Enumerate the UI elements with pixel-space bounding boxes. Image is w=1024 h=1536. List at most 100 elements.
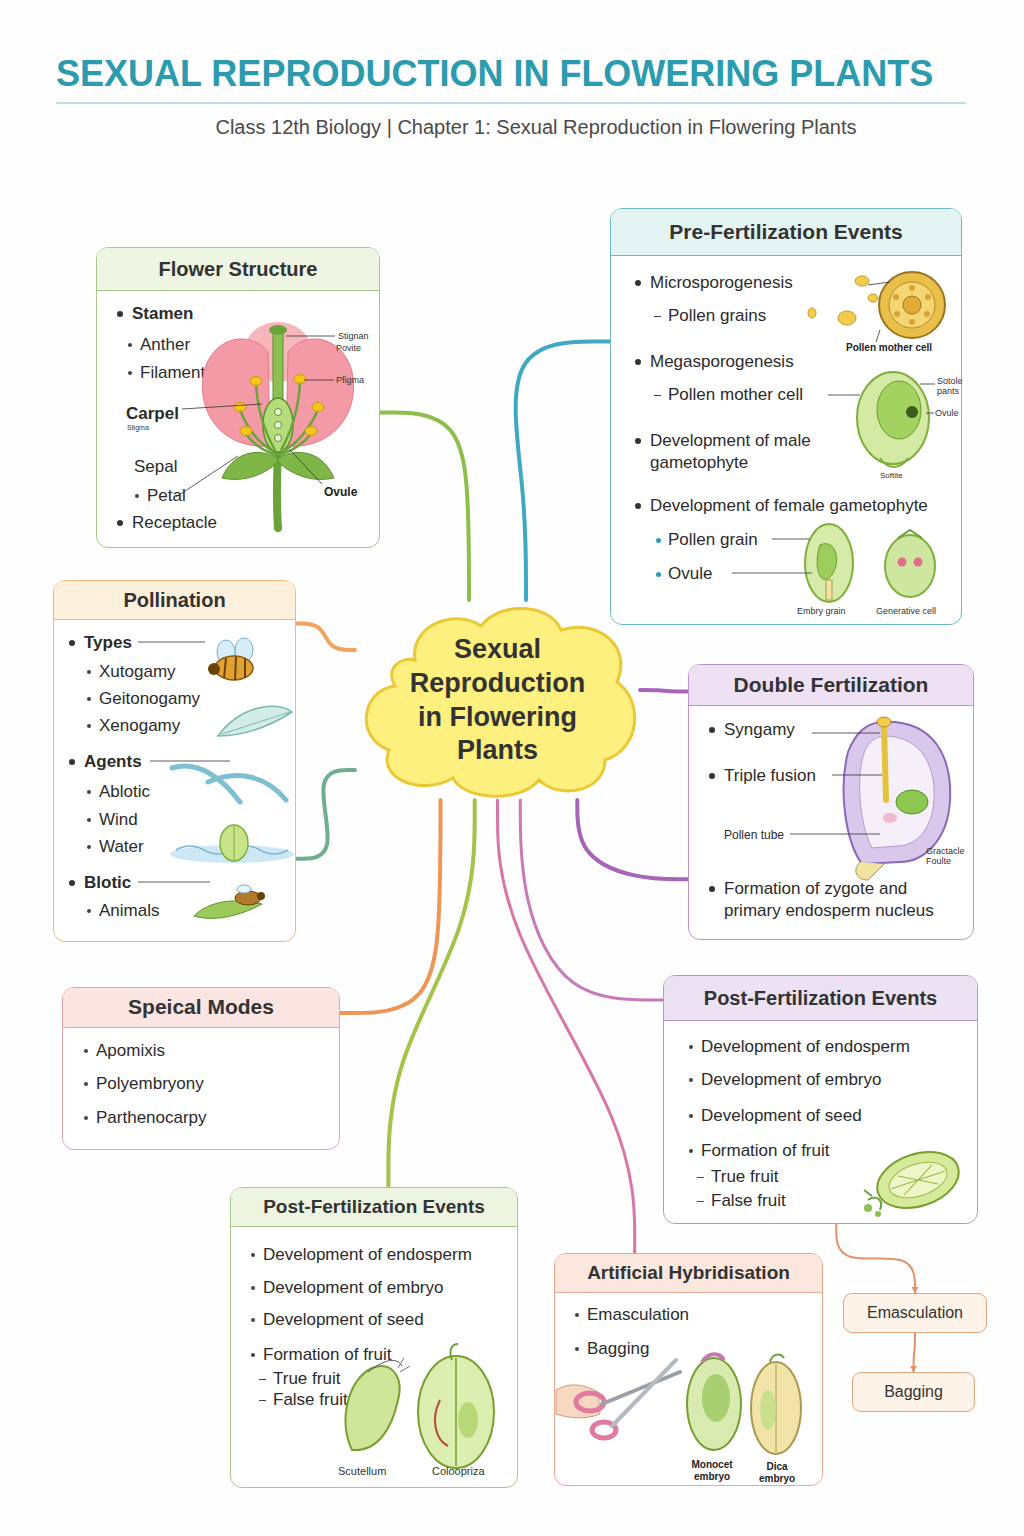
dash-mark [697, 1177, 704, 1179]
box-heading: Post-Fertilization Events [231, 1195, 517, 1219]
bullet-dot [656, 538, 661, 543]
seed-illustration [346, 1366, 400, 1450]
gametophyte-illustration [826, 580, 832, 600]
box-item: False fruit [273, 1389, 348, 1410]
flower-illustration [182, 404, 262, 409]
fertilization-illustration [844, 722, 951, 864]
bullet-dot [575, 1313, 579, 1317]
box-item: Development of female gametophyte [650, 495, 928, 516]
ovule-illustration [828, 372, 935, 467]
box-item: Pollen mother cell [668, 384, 803, 405]
cloud-shape [366, 608, 634, 796]
flower-illustration [282, 434, 311, 454]
bullet-dot [689, 1078, 693, 1082]
ovule-illustration [880, 458, 908, 467]
pollen-illustration [876, 330, 880, 342]
box-item: Polyembryony [96, 1073, 204, 1094]
flower-illustration [244, 322, 312, 382]
hybridisation-illustration [556, 1354, 801, 1454]
box-item: Wind [99, 809, 138, 830]
box-item: Apomixis [96, 1040, 165, 1061]
ovule-illustration [877, 381, 921, 439]
pollination-illustration [257, 892, 265, 900]
pollination-illustration [244, 659, 246, 678]
bullet-dot [87, 818, 91, 822]
flower-illustration [240, 427, 252, 436]
pollination-illustration [138, 642, 230, 882]
pollination-illustration [237, 885, 251, 893]
gametophyte-illustration [772, 539, 810, 540]
pollen-illustration [924, 311, 930, 317]
pollination-illustration [224, 657, 245, 680]
seed-illustration [346, 1344, 494, 1468]
branch-connector [914, 1333, 916, 1372]
pollination-illustration [235, 891, 261, 905]
bullet-dot [84, 1082, 88, 1086]
hybridisation-illustration [702, 1354, 724, 1362]
box-item: Filament [140, 362, 205, 383]
pollen-illustration [889, 282, 935, 328]
flower-illustration [240, 382, 318, 454]
seed-illustration [418, 1356, 494, 1468]
step-box: Emasculation [843, 1293, 987, 1333]
fruit-illustration [864, 1142, 966, 1217]
bullet-dot [575, 1347, 579, 1351]
flower-illustration [275, 409, 282, 416]
title-rule [56, 102, 966, 104]
fertilization-illustration [812, 733, 880, 734]
pollen-illustration [925, 294, 931, 300]
hybridisation-illustration [702, 1374, 730, 1422]
fertilization-illustration [896, 790, 928, 814]
ovule-illustration [906, 406, 918, 418]
box-item: Pollen tube [724, 828, 784, 843]
seed-illustration [450, 1344, 458, 1360]
bullet-dot [84, 1049, 88, 1053]
box-item: Xenogamy [99, 715, 180, 736]
gametophyte-illustration [817, 544, 837, 580]
fertilization-illustration [877, 717, 891, 727]
gametophyte-illustration [914, 558, 923, 567]
ovule-illustration [828, 395, 860, 396]
box-item: True fruit [273, 1368, 340, 1389]
dash-mark [654, 316, 661, 318]
box-item: Bagging [587, 1338, 649, 1359]
topic-box: Artificial HybridisationEmasculationBagg… [554, 1253, 823, 1486]
box-item: Pollen grain [668, 529, 758, 550]
flower-illustration [312, 403, 324, 412]
bullet-dot [251, 1286, 255, 1290]
flower-illustration [290, 450, 322, 484]
subtitle: Class 12th Biology | Chapter 1: Sexual R… [215, 115, 856, 139]
fruit-illustration [870, 1142, 966, 1217]
branch-connector [380, 413, 469, 600]
box-heading: Speical Modes [63, 994, 339, 1020]
flower-illustration [278, 452, 334, 479]
bullet-dot [87, 670, 91, 674]
box-item: Microsporogenesis [650, 272, 793, 293]
box-item: Water [99, 836, 144, 857]
bullet-dot [87, 909, 91, 913]
pollen-illustration [893, 294, 899, 300]
bullet-dot [117, 311, 123, 317]
branch-connector [836, 1224, 915, 1293]
flower-illustration [256, 384, 275, 450]
box-item: Blotic [84, 872, 131, 893]
bullet-dot [87, 697, 91, 701]
box-item: Development of seed [263, 1309, 424, 1330]
pollen-illustration [903, 296, 921, 314]
pollen-illustration [808, 272, 945, 342]
bullet-dot [689, 1149, 693, 1153]
fertilization-illustration [832, 775, 882, 776]
dash-mark [259, 1400, 266, 1402]
flower-illustration [286, 336, 335, 337]
hybridisation-illustration [602, 1372, 680, 1404]
box-item: Parthenocarpy [96, 1107, 207, 1128]
pollination-illustration [235, 638, 253, 662]
gametophyte-illustration [732, 539, 812, 573]
box-item: Development of endosperm [263, 1244, 472, 1265]
title-rule [56, 103, 966, 104]
seed-illustration [435, 1400, 448, 1446]
bullet-dot [117, 520, 123, 526]
bullet-dot [87, 845, 91, 849]
hybridisation-illustration [556, 1385, 600, 1418]
